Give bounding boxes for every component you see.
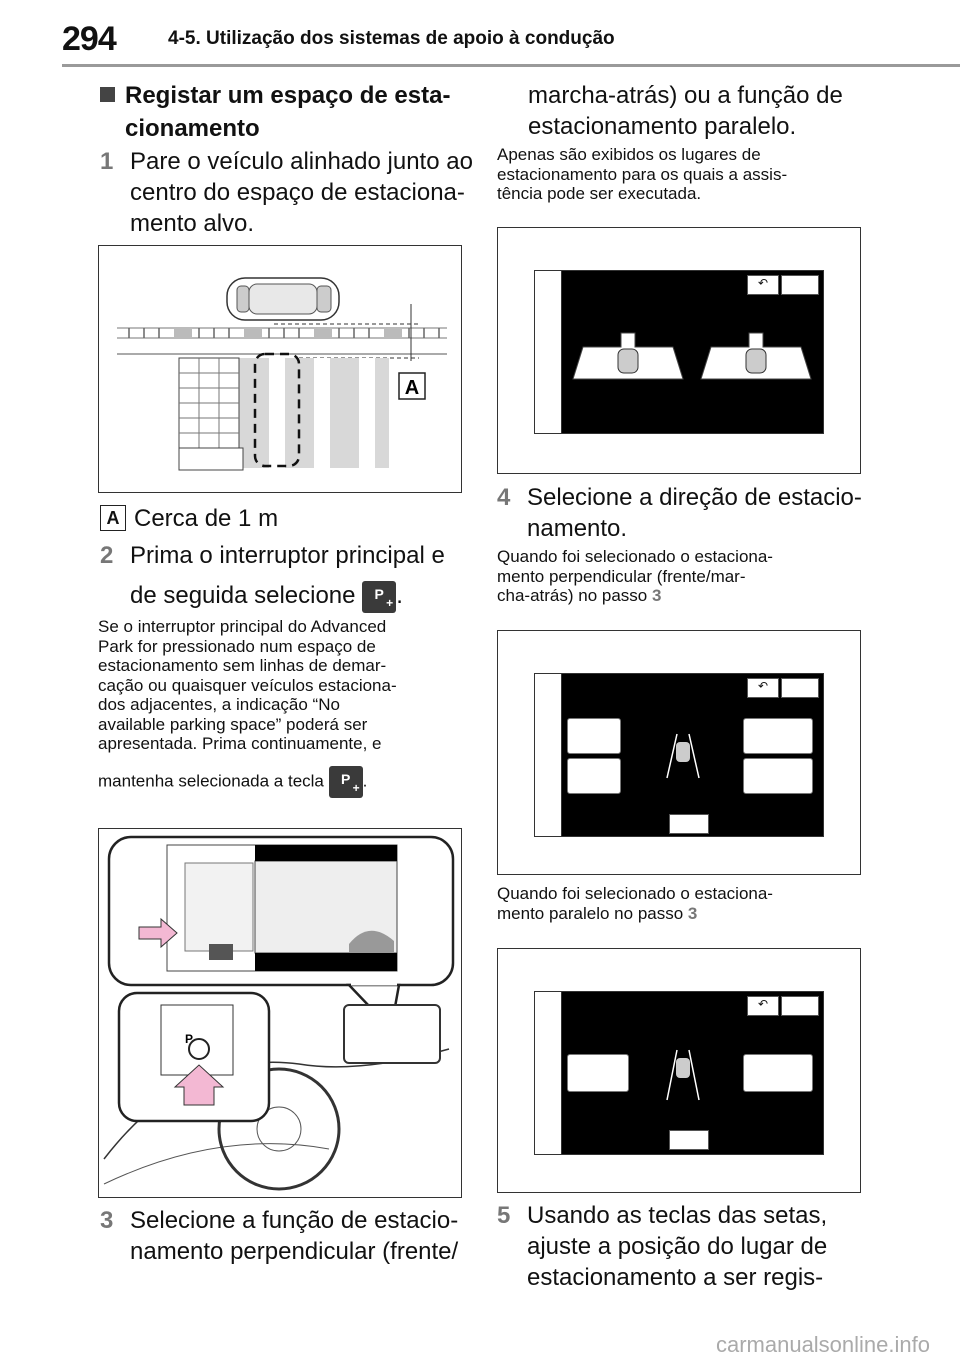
- parking-space-illustration: A: [117, 277, 447, 471]
- front-left-option[interactable]: [567, 718, 621, 754]
- parking-assist-icon: P+: [328, 765, 363, 798]
- parallel-direction-figure: ↶: [497, 948, 861, 1193]
- back-arrow-icon[interactable]: ↶: [747, 996, 779, 1016]
- page-number: 294: [62, 20, 117, 58]
- step-4: 4 Selecione a direção de estacio- nament…: [497, 484, 862, 542]
- back-arrow-icon[interactable]: ↶: [747, 275, 779, 295]
- parking-space-figure: A: [98, 245, 462, 493]
- header-rule: [62, 64, 960, 67]
- parking-type-screen: ↶: [534, 270, 824, 434]
- screen-button[interactable]: [781, 996, 819, 1016]
- step-3-continued: marcha-atrás) ou a função de estacioname…: [528, 82, 843, 140]
- car-icon: [666, 1049, 700, 1101]
- parallel-option-icon[interactable]: [699, 329, 813, 383]
- left-parallel-option[interactable]: [567, 1054, 629, 1092]
- dashboard-figure: P: [98, 828, 462, 1198]
- legend-a: A Cerca de 1 m: [100, 503, 278, 534]
- figure-label-a: A: [405, 377, 419, 399]
- note-no-space: Se o interruptor principal do Advanced P…: [98, 617, 468, 798]
- perpendicular-option-icon[interactable]: [571, 329, 685, 383]
- note-perpendicular: Quando foi selecionado o estaciona- ment…: [497, 547, 773, 605]
- square-bullet-icon: [100, 87, 115, 102]
- parking-type-screen-figure: ↶: [497, 227, 861, 474]
- section-title: 4-5. Utilização dos sistemas de apoio à …: [168, 28, 615, 49]
- legend-label: A: [100, 505, 126, 531]
- note-available-spaces: Apenas são exibidos os lugares de estaci…: [497, 145, 788, 203]
- parking-assist-icon: P+: [362, 580, 397, 613]
- rear-right-option[interactable]: [743, 758, 813, 794]
- car-icon: [666, 733, 700, 779]
- step-3: 3 Selecione a função de estacio- namento…: [100, 1207, 459, 1265]
- back-arrow-icon[interactable]: ↶: [747, 678, 779, 698]
- screen-button[interactable]: [781, 275, 819, 295]
- right-parallel-option[interactable]: [743, 1054, 813, 1092]
- perpendicular-direction-figure: ↶: [497, 630, 861, 875]
- step-5: 5 Usando as teclas das setas, ajuste a p…: [497, 1202, 828, 1291]
- start-button[interactable]: [669, 1130, 709, 1150]
- start-button[interactable]: [669, 814, 709, 834]
- screen-button[interactable]: [781, 678, 819, 698]
- perpendicular-direction-screen: ↶: [534, 673, 824, 837]
- svg-text:P: P: [185, 1032, 193, 1046]
- heading: Registar um espaço de esta- cionamento: [100, 80, 450, 144]
- dashboard-illustration: P: [103, 835, 455, 1191]
- rear-left-option[interactable]: [567, 758, 621, 794]
- footer-watermark: carmanualsonline.info: [715, 1332, 930, 1357]
- front-right-option[interactable]: [743, 718, 813, 754]
- parallel-direction-screen: ↶: [534, 991, 824, 1155]
- note-parallel: Quando foi selecionado o estaciona- ment…: [497, 884, 773, 923]
- car-icon: [226, 277, 340, 321]
- legend-text: Cerca de 1 m: [134, 505, 279, 532]
- step-1: 1 Pare o veículo alinhado junto ao centr…: [100, 148, 473, 237]
- step-2: 2 Prima o interruptor principal e de seg…: [100, 540, 445, 613]
